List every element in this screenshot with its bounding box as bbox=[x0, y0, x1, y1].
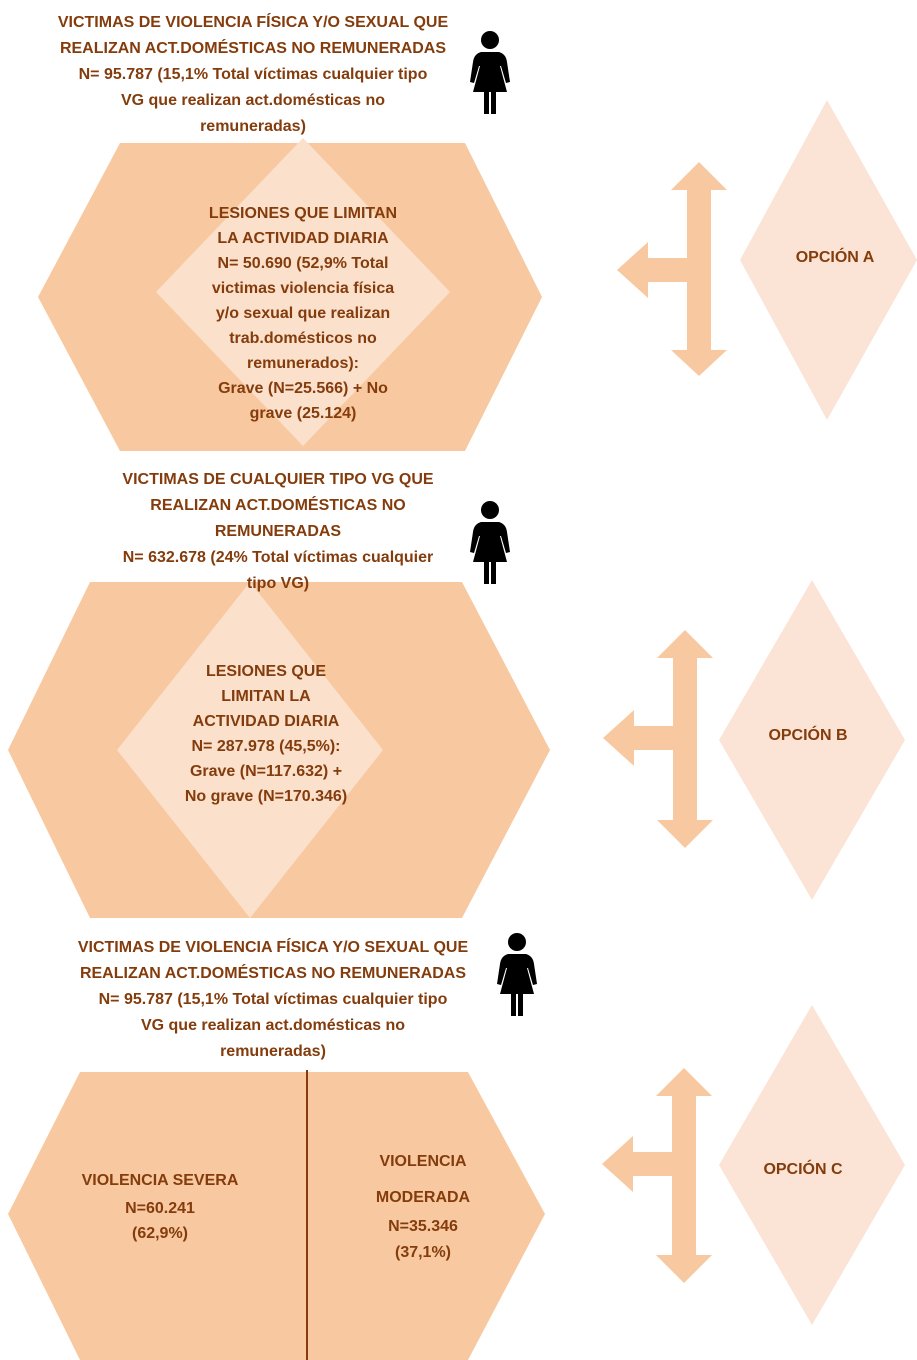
option-c-label: OPCIÓN C bbox=[763, 1161, 843, 1178]
double-arrow-c bbox=[602, 1068, 712, 1283]
injuries-text-a: LESIONES QUE LIMITAN LA ACTIVIDAD DIARIA… bbox=[208, 205, 398, 422]
inner-diamond-b bbox=[117, 582, 383, 918]
woman-icon bbox=[497, 933, 537, 1016]
moderate-violence-title-1: VIOLENCIA bbox=[379, 1153, 467, 1170]
moderate-violence-n: N=35.346 bbox=[388, 1218, 458, 1235]
moderate-violence-title-2: MODERADA bbox=[375, 1189, 471, 1206]
woman-icon bbox=[470, 31, 510, 114]
option-a-label: OPCIÓN A bbox=[795, 249, 875, 266]
injuries-text-b: LESIONES QUE LIMITAN LA ACTIVIDAD DIARIA… bbox=[184, 663, 348, 805]
header-physical-sexual-victims-c: VICTIMAS DE VIOLENCIA FÍSICA Y/O SEXUAL … bbox=[77, 939, 469, 1060]
woman-icon bbox=[470, 501, 510, 584]
severe-violence-title: VIOLENCIA SEVERA bbox=[81, 1172, 239, 1189]
severe-violence-pct: (62,9%) bbox=[131, 1225, 189, 1242]
option-diamond-b bbox=[719, 580, 905, 900]
header-any-violence-victims: VICTIMAS DE CUALQUIER TIPO VG QUE REALIZ… bbox=[122, 471, 434, 592]
severe-violence-n: N=60.241 bbox=[125, 1200, 195, 1217]
option-b-label: OPCIÓN B bbox=[768, 727, 848, 744]
hexagon-c bbox=[8, 1072, 545, 1360]
double-arrow-b bbox=[603, 630, 713, 848]
inner-diamond-a bbox=[156, 138, 450, 446]
option-diamond-c bbox=[719, 1005, 905, 1325]
double-arrow-a bbox=[617, 162, 727, 376]
header-physical-sexual-victims: VICTIMAS DE VIOLENCIA FÍSICA Y/O SEXUAL … bbox=[57, 14, 449, 135]
moderate-violence-pct: (37,1%) bbox=[394, 1244, 452, 1261]
option-diamond-a bbox=[740, 100, 917, 420]
